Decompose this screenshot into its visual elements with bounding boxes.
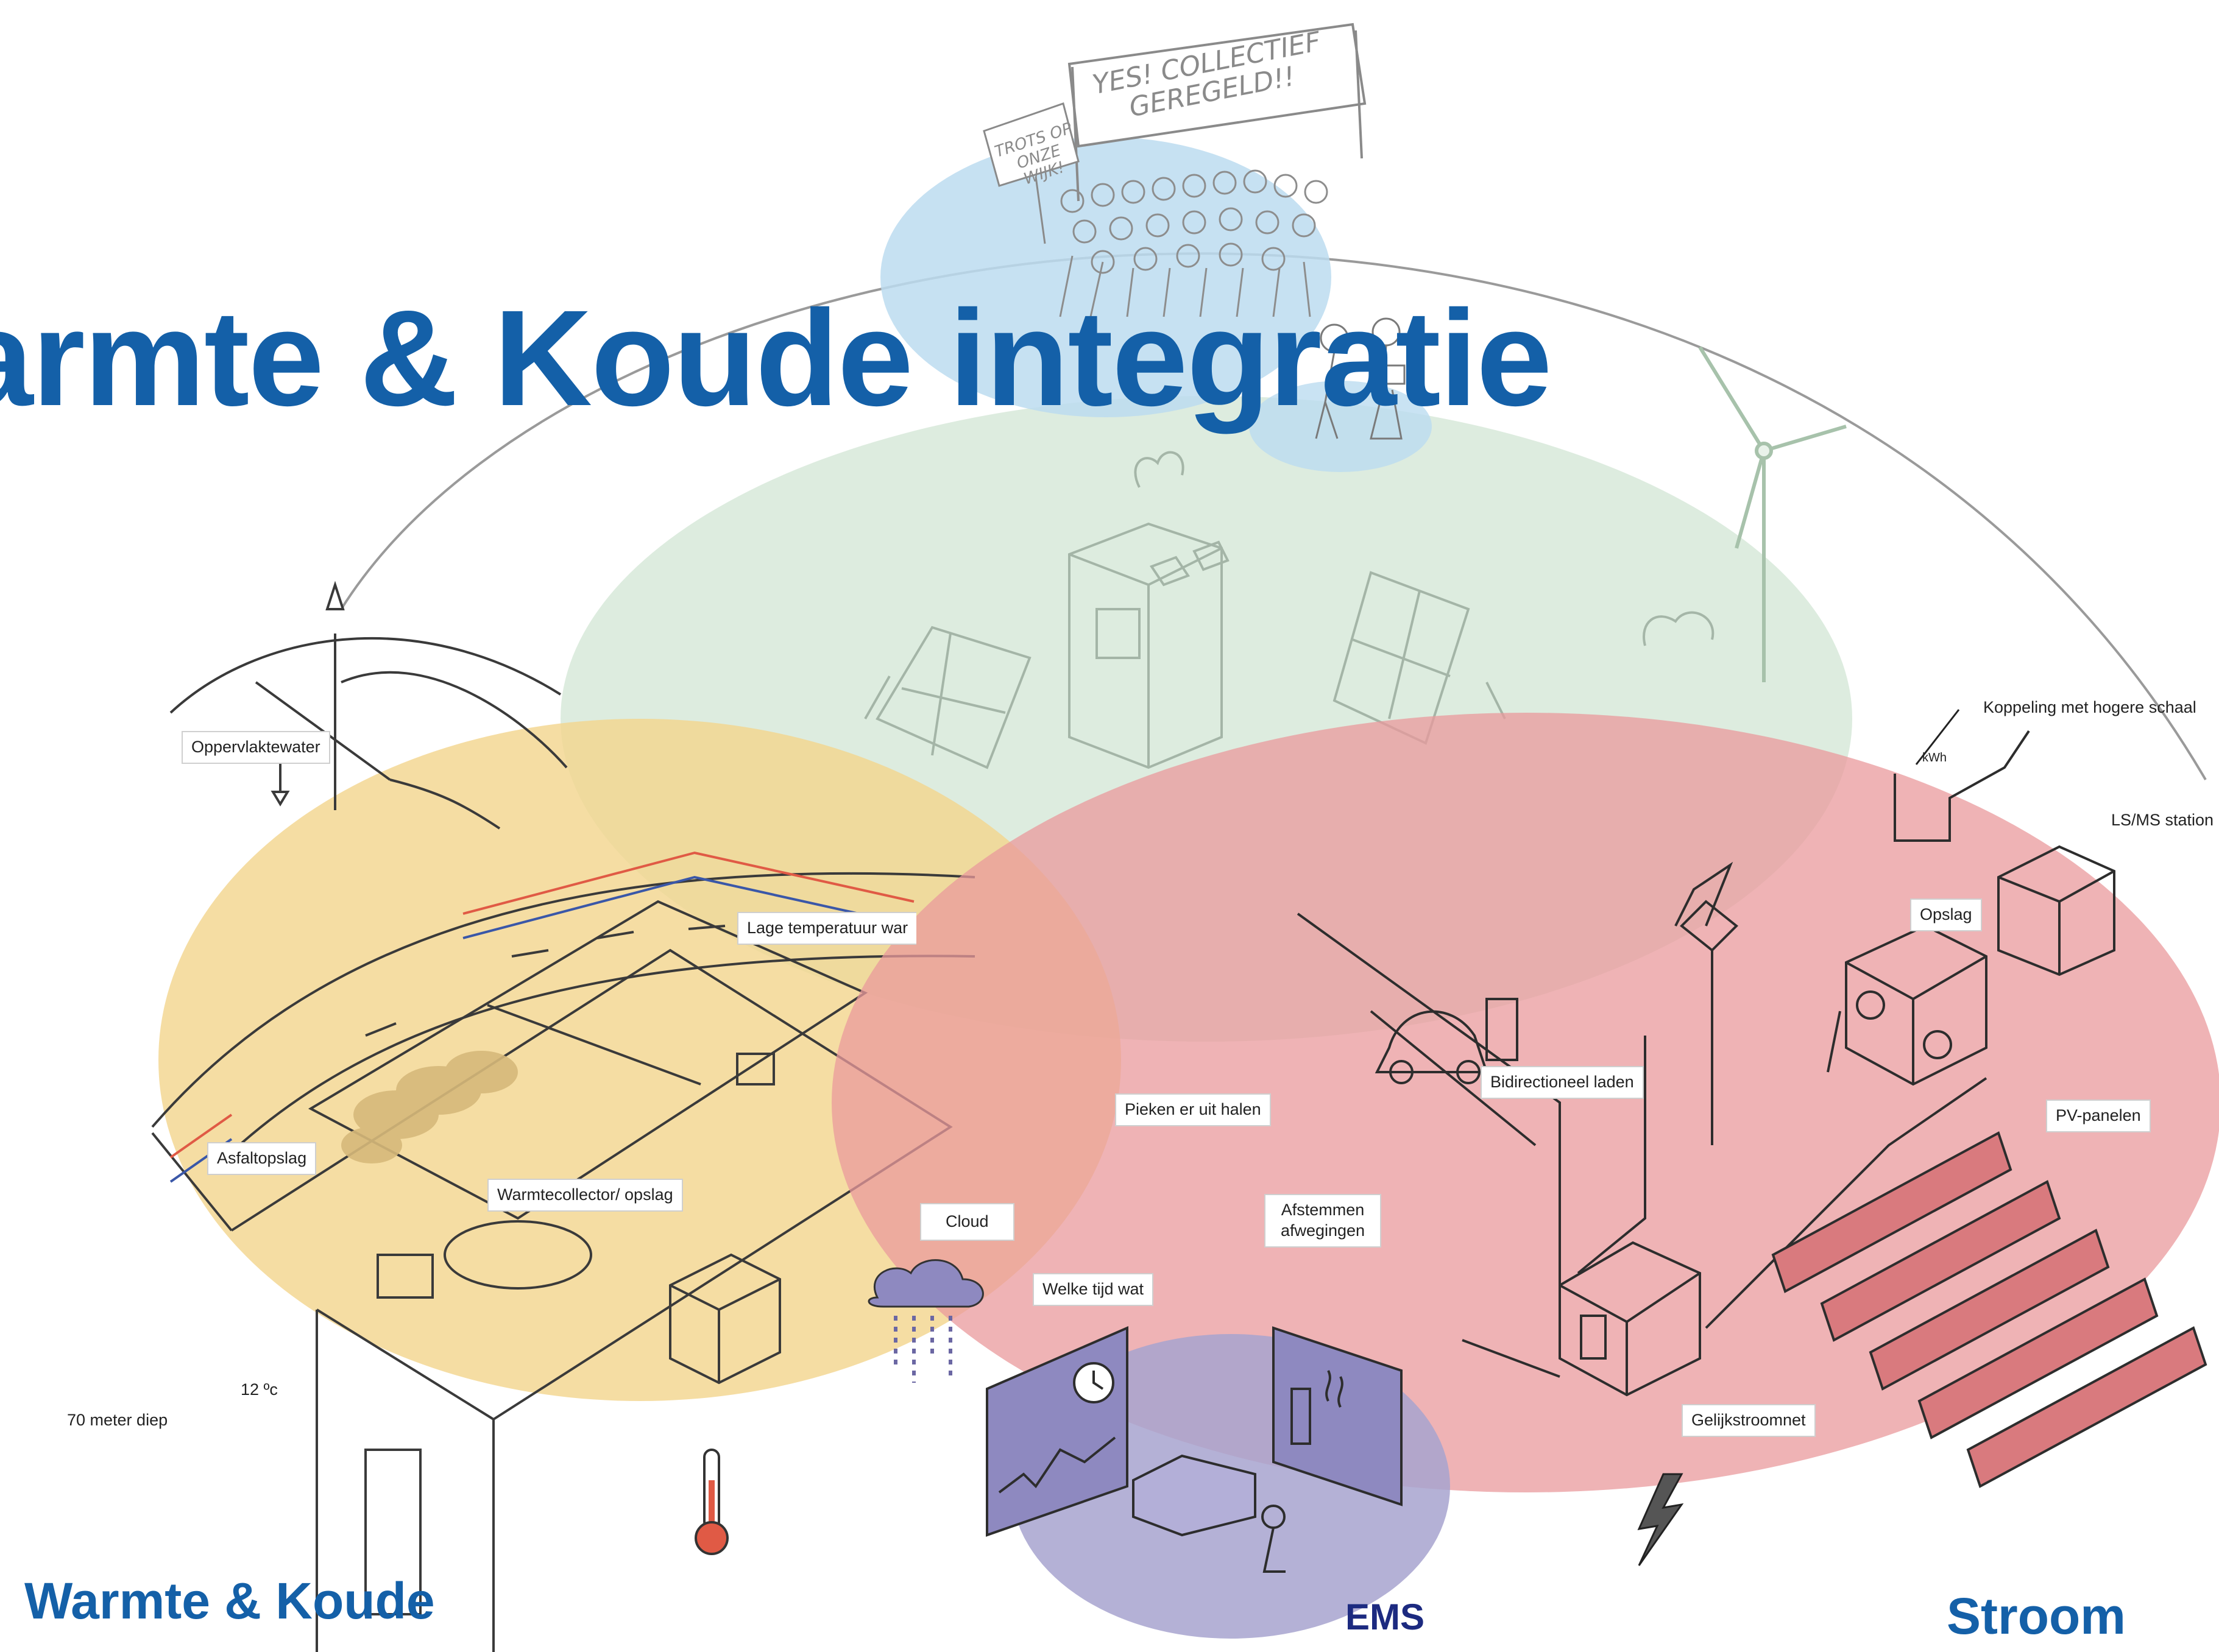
- domain-heat-cold: Warmte & Koude: [24, 1572, 435, 1629]
- power-sketch: [1297, 730, 2115, 1397]
- grid-coupling-line: [1915, 709, 1960, 765]
- thermometer-icon: [695, 1449, 729, 1555]
- label-pv-panels: PV-panelen: [2046, 1100, 2151, 1132]
- solar-panel-icon: [1771, 1131, 2207, 1488]
- label-meter: kWh: [1922, 751, 1947, 764]
- page-title: armte & Koude integratie: [0, 282, 1552, 434]
- people-ellipse: [1249, 381, 1432, 472]
- label-dc-grid: Gelijkstroomnet: [1682, 1404, 1816, 1437]
- label-asphalt-storage: Asfaltopslag: [207, 1142, 317, 1175]
- label-bidirectional: Bidirectioneel laden: [1481, 1066, 1644, 1099]
- label-coupling: Koppeling met hogere schaal: [1983, 698, 2196, 716]
- pipes: [169, 851, 915, 1183]
- sign-shape: [983, 102, 1080, 187]
- domain-power: Stroom: [1947, 1587, 2126, 1645]
- lightning-icon: [1637, 1473, 1684, 1566]
- label-storage: Opslag: [1910, 898, 1982, 931]
- crowd-ellipse: [880, 137, 1331, 417]
- wind-turbine-icon: [1698, 346, 1847, 682]
- label-low-temperature: Lage temperatuur war: [737, 912, 917, 945]
- label-balance: Afstemmen afwegingen: [1264, 1194, 1381, 1248]
- label-peaks: Pieken er uit halen: [1115, 1093, 1271, 1126]
- two-people: [1315, 317, 1406, 440]
- label-temperature: 12 ºc: [241, 1380, 278, 1399]
- label-cloud: Cloud: [920, 1203, 1014, 1241]
- asphalt-bushes: [341, 1051, 518, 1163]
- crowd: [1059, 169, 1328, 317]
- ems-sketch: [986, 1325, 1403, 1573]
- label-station: LS/MS station: [2111, 811, 2214, 829]
- cloud-icon: [868, 1259, 984, 1383]
- label-heat-collector: Warmtecollector/ opslag: [487, 1179, 683, 1212]
- label-depth: 70 meter diep: [67, 1411, 168, 1429]
- label-which-time: Welke tijd wat: [1033, 1273, 1154, 1306]
- domain-ems: EMS: [1345, 1597, 1425, 1637]
- label-surface-water: Oppervlaktewater: [182, 731, 330, 764]
